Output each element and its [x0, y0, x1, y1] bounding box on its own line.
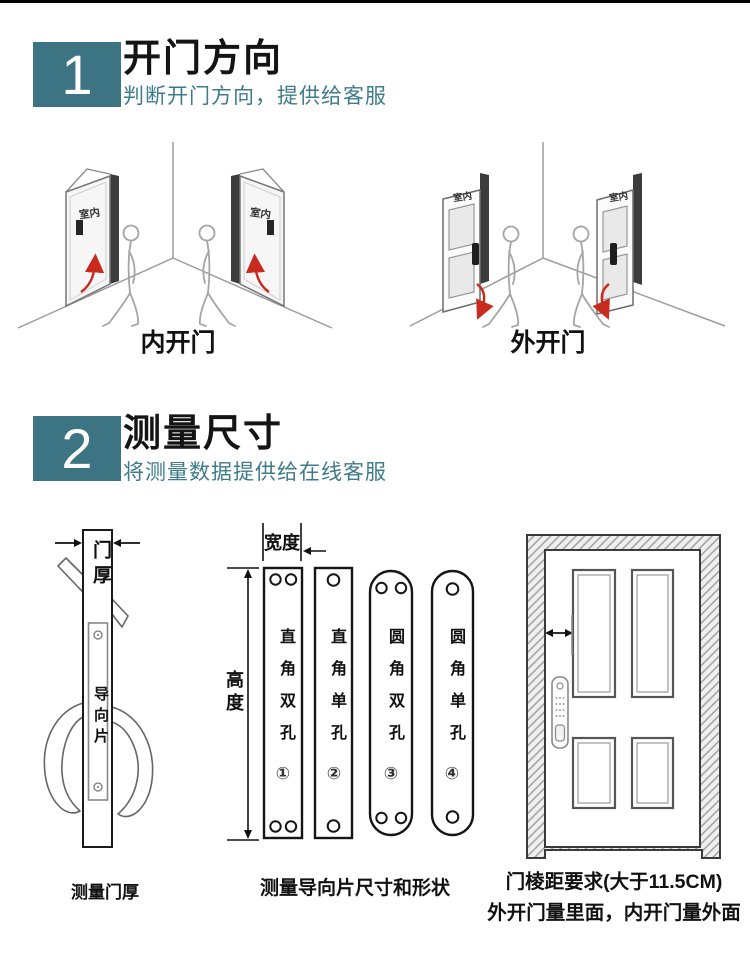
red-swing-arrow-icon	[592, 283, 610, 320]
plate-round-single-hole	[430, 569, 475, 837]
inward-caption: 内开门	[140, 329, 216, 357]
door-edge-caption-line2: 外开门量里面，内开门量外面	[487, 902, 741, 924]
plate-label-1: 直角双孔	[277, 628, 294, 756]
plates-caption: 测量导向片尺寸和形状	[259, 878, 450, 899]
plate-number-3: ③	[383, 764, 399, 783]
door-leaf-inner-line	[69, 181, 107, 301]
thickness-caption: 测量门厚	[71, 883, 139, 902]
door-lock-mark	[267, 220, 274, 235]
plate-rect-single-hole	[313, 566, 354, 840]
door-thickness-label: 门厚	[90, 540, 111, 590]
door-lock-mark	[76, 220, 83, 235]
section-1-subtitle: 判断开门方向，提供给客服	[123, 85, 387, 108]
door-frame-post	[110, 174, 119, 284]
plate-label-2: 直角单孔	[328, 628, 345, 756]
door-frame-post	[231, 174, 240, 284]
outward-right-door: 室内	[592, 173, 642, 320]
red-swing-arrow-icon	[80, 253, 105, 293]
inward-left-door: 室内	[65, 168, 119, 308]
section-1-title: 开门方向	[123, 38, 284, 80]
door-leaf	[65, 174, 111, 308]
screw-icon	[93, 630, 103, 792]
door-panel	[602, 253, 628, 301]
height-label: 高度	[224, 670, 244, 716]
indoor-label: 室内	[249, 206, 272, 222]
indoor-label: 室内	[608, 190, 629, 205]
inward-doors-illustration: 室内 室内	[17, 142, 333, 329]
section-1-number-badge: 1	[33, 42, 121, 107]
door-lock-handle	[472, 243, 479, 265]
door-leaf-inner-line	[243, 181, 281, 301]
door-lock-handle	[610, 243, 617, 265]
door-panel	[448, 203, 475, 251]
outward-left-door: 室内	[442, 173, 494, 320]
plate-label-4: 圆角单孔	[447, 628, 464, 756]
guide-plate	[87, 622, 109, 801]
section-2-number-badge: 2	[33, 416, 121, 481]
smart-lock	[551, 676, 569, 749]
door-panel	[602, 205, 628, 253]
door-edge-caption-line1: 门棱距要求(大于11.5CM)	[505, 871, 723, 893]
keypad-dots	[555, 697, 565, 717]
door-front-diagram	[526, 534, 721, 859]
height-dimension-icon	[227, 567, 259, 841]
door-leaf-front	[544, 549, 701, 848]
edge-distance-arrow-icon	[545, 615, 573, 655]
red-swing-arrow-icon	[245, 253, 270, 293]
plate-rect-double-hole	[262, 566, 304, 840]
section-2-subtitle: 将测量数据提供给在线客服	[123, 461, 387, 484]
inward-right-door: 室内	[231, 168, 285, 308]
plate-number-4: ④	[444, 764, 460, 783]
door-swing-wedge	[239, 168, 285, 193]
guide-plate-label: 导向片	[92, 686, 109, 749]
red-swing-arrow-icon	[476, 283, 494, 320]
door-edge-caption: 门棱距要求(大于11.5CM) 外开门量里面，内开门量外面	[478, 867, 750, 929]
thickness-arrows-icon	[55, 539, 140, 547]
door-frame-post	[480, 173, 489, 284]
door-frame-post	[633, 173, 642, 285]
width-label: 宽度	[264, 533, 300, 553]
wall-corner-lines	[17, 142, 333, 329]
door-panels	[571, 568, 675, 810]
section-1-number: 1	[61, 43, 93, 106]
plate-number-1: ①	[275, 764, 291, 783]
top-divider	[0, 0, 750, 3]
section-2-number: 2	[61, 417, 93, 480]
section-2-title: 测量尺寸	[123, 413, 284, 455]
outward-doors-illustration: 室内 室内	[409, 142, 726, 328]
plate-round-double-hole	[368, 569, 414, 837]
outward-caption: 外开门	[510, 329, 586, 357]
handle-hooks	[43, 557, 154, 818]
guide-plate-shapes-diagram	[227, 523, 475, 841]
plate-number-2: ②	[326, 764, 342, 783]
plate-label-3: 圆角双孔	[386, 628, 403, 756]
indoor-label: 室内	[452, 190, 473, 205]
door-panel	[448, 251, 475, 299]
indoor-label: 室内	[78, 206, 101, 222]
walking-person	[198, 224, 236, 327]
door-thickness-diagram	[43, 529, 154, 848]
door-leaf	[239, 174, 285, 308]
door-swing-wedge	[65, 168, 111, 193]
width-dimension-icon	[262, 523, 326, 561]
